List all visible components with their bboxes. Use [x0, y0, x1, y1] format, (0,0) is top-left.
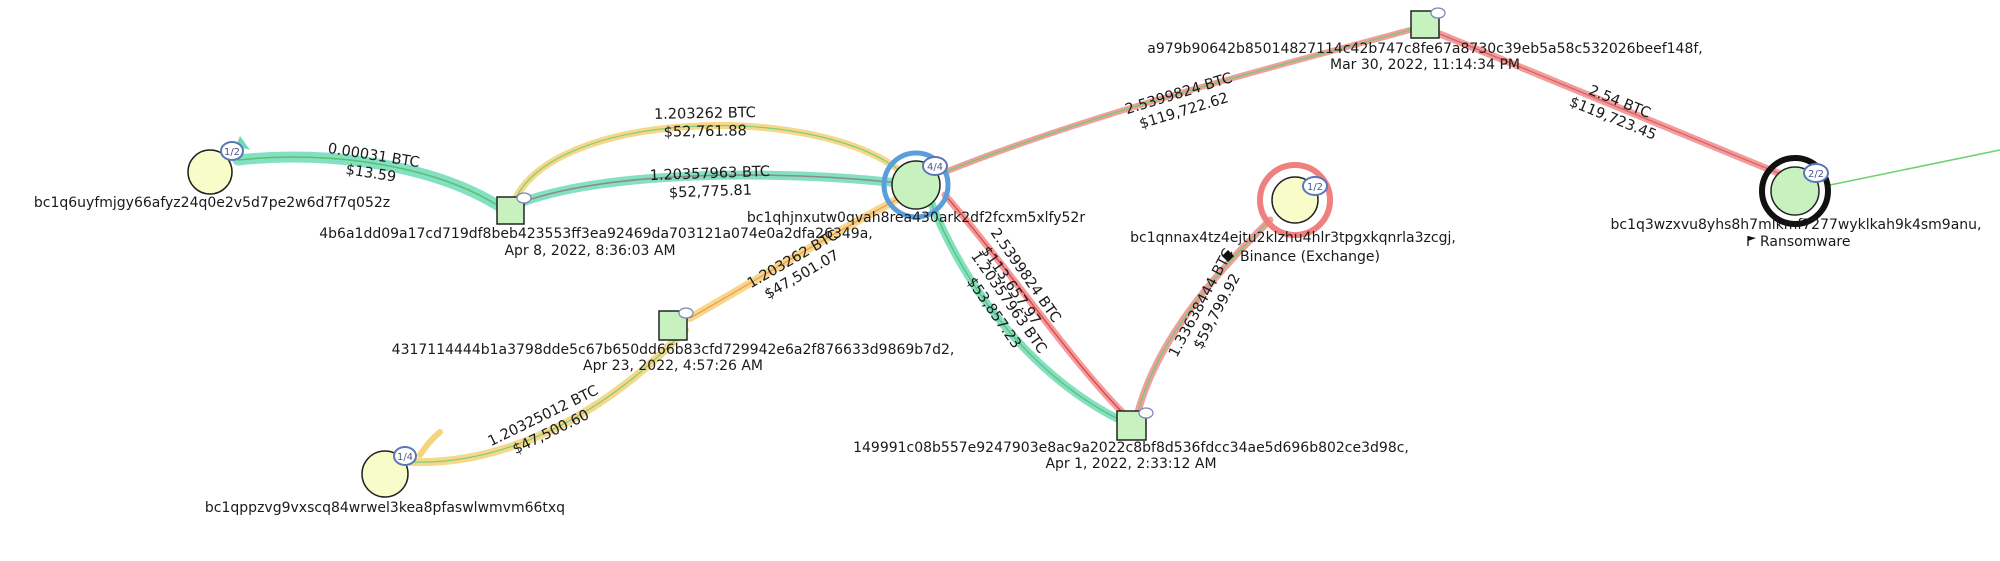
address-circle[interactable]: [187, 149, 233, 195]
edge-usd-amount: $52,775.81: [669, 183, 753, 202]
risk-ring: [1257, 162, 1333, 238]
transaction-hash: 4317114444b1a3798dde5c67b650dd66b83cfd72…: [392, 342, 955, 358]
edge-4b6-to-hjn-upper-line: [511, 125, 906, 209]
edge-4b6-to-1q6-line: [237, 156, 509, 213]
node-badge: 1/4: [393, 446, 417, 466]
address-label: bc1qhjnxutw0qvah8rea430ark2df2fcxm5xlfy5…: [747, 210, 1085, 226]
transaction-node[interactable]: 4b6a1dd09a17cd719df8beb423553ff3ea92469d…: [319, 192, 873, 259]
edge-btc-amount: 1.20357963 BTC: [649, 164, 770, 184]
transaction-hash: 4b6a1dd09a17cd719df8beb423553ff3ea92469d…: [319, 226, 873, 242]
arrowhead-icon: [417, 429, 443, 458]
edge-label-431-ppz: 1.20325012 BTC $47,500.60: [486, 383, 601, 458]
edge-a97-to-3w-line: [1439, 33, 1791, 179]
node-badge: 2/2: [1803, 163, 1829, 183]
transaction-node[interactable]: 149991c08b557e9247903e8ac9a2022c8bf8d536…: [853, 407, 1409, 472]
address-node[interactable]: 1/2 bc1q6uyfmjgy66afyz24q0e2v5d7pe2w6d7f…: [34, 141, 390, 211]
edge-usd-amount: $13.59: [344, 162, 397, 186]
entity-tag: Ransomware: [1760, 234, 1850, 250]
edge-hjn-to-149-teal-line: [929, 199, 1121, 421]
edges: [232, 27, 2000, 467]
address-label: bc1q3wzxvu8yhs8h7mlkmf7277wyklkah9k4sm9a…: [1611, 217, 1982, 233]
transaction-date: Apr 8, 2022, 8:36:03 AM: [504, 243, 675, 259]
edge-4b6-to-hjn-lower-line: [514, 174, 899, 206]
node-badge: 1/2: [1302, 176, 1328, 196]
tx-badge: [1430, 7, 1446, 19]
edge-3w-outgoing[interactable]: [1829, 149, 2000, 186]
transaction-node[interactable]: a979b90642b85014827114c42b747c8fe67a8730…: [1147, 7, 1703, 73]
address-node[interactable]: 1/4 bc1qppzvg9vxscq84wrwel3kea8pfaswlwmv…: [205, 446, 565, 516]
edge-label-4b6-hjn-lower: 1.20357963 BTC $52,775.81: [649, 164, 770, 202]
entity-tag: Binance (Exchange): [1240, 249, 1380, 265]
edge-labels: 0.00031 BTC $13.59 1.203262 BTC $52,761.…: [327, 70, 1659, 458]
edge-label-hjn-a97: 2.5399824 BTC $119,722.62: [1123, 70, 1234, 132]
transaction-node[interactable]: 4317114444b1a3798dde5c67b650dd66b83cfd72…: [392, 307, 955, 374]
address-node-ransomware[interactable]: 2/2 bc1q3wzxvu8yhs8h7mlkmf7277wyklkah9k4…: [1611, 155, 1982, 250]
address-node-exchange[interactable]: 1/2 bc1qnnax4tz4ejtu2klzhu4hlr3tpgxkqnrl…: [1130, 162, 1456, 265]
badge-count: 1/4: [397, 452, 413, 463]
badge-count: 2/2: [1808, 169, 1824, 180]
tx-badge: [516, 192, 532, 204]
transaction-hash: 149991c08b557e9247903e8ac9a2022c8bf8d536…: [853, 440, 1409, 456]
edge-hjn-to-149-red-line: [944, 194, 1126, 416]
transaction-square[interactable]: [658, 310, 688, 341]
address-label: bc1q6uyfmjgy66afyz24q0e2v5d7pe2w6d7f7q05…: [34, 195, 390, 211]
edge-usd-amount: $52,761.88: [664, 123, 747, 140]
node-badge: 4/4: [922, 156, 948, 176]
edge-hjn-to-431-line: [689, 197, 901, 319]
risk-ring: [1759, 155, 1831, 227]
node-badge: 1/2: [220, 141, 244, 161]
flag-icon: [1747, 236, 1756, 246]
transaction-date: Mar 30, 2022, 11:14:34 PM: [1330, 57, 1520, 73]
edge-hjn-to-a97-line: [944, 29, 1411, 173]
edge-149-to-nn-line: [1137, 219, 1271, 413]
tx-badge: [1138, 407, 1154, 419]
diamond-icon: [1222, 250, 1234, 262]
badge-count: 1/2: [224, 147, 240, 158]
edge-label-4b6-hjn-upper: 1.203262 BTC $52,761.88: [654, 105, 756, 141]
address-node-selected[interactable]: 4/4 bc1qhjnxutw0qvah8rea430ark2df2fcxm5x…: [747, 150, 1085, 226]
transaction-date: Apr 1, 2022, 2:33:12 AM: [1045, 456, 1216, 472]
edge-label-a97-3w: 2.54 BTC $119,723.45: [1567, 83, 1659, 144]
badge-count: 4/4: [927, 162, 943, 173]
badge-count: 1/2: [1307, 182, 1323, 193]
edge-431-to-ppz-line: [411, 329, 686, 463]
address-label: bc1qppzvg9vxscq84wrwel3kea8pfaswlwmvm66t…: [205, 500, 565, 516]
edge-btc-amount: 1.203262 BTC: [654, 105, 756, 123]
selection-ring: [881, 150, 951, 220]
transaction-hash: a979b90642b85014827114c42b747c8fe67a8730…: [1147, 41, 1702, 57]
transaction-date: Apr 23, 2022, 4:57:26 AM: [583, 358, 763, 374]
address-label: bc1qnnax4tz4ejtu2klzhu4hlr3tpgxkqnrla3zc…: [1130, 230, 1456, 246]
tx-badge: [678, 307, 694, 319]
transaction-square[interactable]: [1116, 410, 1147, 441]
